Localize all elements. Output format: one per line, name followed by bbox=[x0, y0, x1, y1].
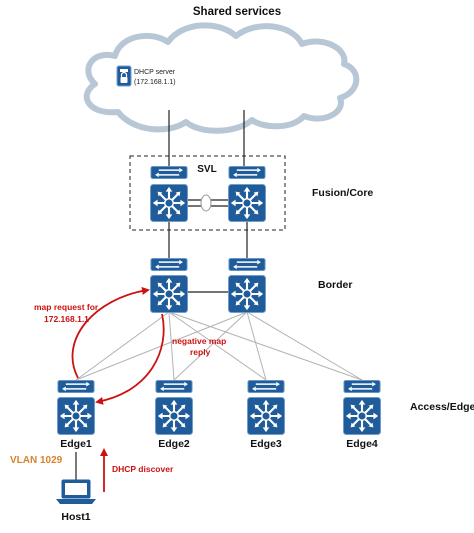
vlan-label: VLAN 1029 bbox=[10, 455, 63, 466]
dhcp-server-ip: (172.168.1.1) bbox=[134, 79, 176, 86]
layer-core-label: Fusion/Core bbox=[312, 187, 373, 199]
host-label: Host1 bbox=[61, 511, 90, 523]
negative-reply-arrow bbox=[95, 313, 165, 405]
layer-border-label: Border bbox=[318, 279, 352, 291]
l3-switch-icon bbox=[228, 275, 266, 313]
edge-label-1: Edge1 bbox=[60, 438, 92, 450]
edge-switch-1 bbox=[57, 380, 95, 435]
map-request-label-1: map request for bbox=[34, 302, 99, 312]
l3-switch-icon bbox=[228, 184, 266, 222]
edge-label-4: Edge4 bbox=[346, 438, 378, 450]
map-request-label-2: 172.168.1.1 bbox=[44, 314, 89, 324]
border-switch-right bbox=[228, 258, 266, 313]
l3-switch-icon bbox=[150, 184, 188, 222]
layer-access-label: Access/Edge bbox=[410, 401, 474, 413]
svl-label: SVL bbox=[197, 164, 216, 175]
svl-box bbox=[129, 155, 286, 231]
edge-switch-2 bbox=[155, 380, 193, 435]
l3-switch-icon bbox=[57, 397, 95, 435]
edge-label-3: Edge3 bbox=[250, 438, 282, 450]
svl-bundle-icon bbox=[200, 194, 212, 212]
negative-reply-label-1: negative map bbox=[172, 336, 226, 346]
l3-switch-icon bbox=[343, 397, 381, 435]
diagram-title: Shared services bbox=[193, 6, 281, 18]
core-switch-left bbox=[150, 166, 188, 222]
border-switch-left bbox=[150, 258, 188, 313]
map-request-arrow bbox=[71, 286, 150, 379]
edge-switch-4 bbox=[343, 380, 381, 435]
cloud-icon bbox=[83, 22, 360, 134]
negative-reply-label-2: reply bbox=[190, 347, 211, 357]
laptop-icon bbox=[56, 479, 96, 504]
border-edge-mesh bbox=[75, 311, 363, 381]
l3-switch-icon bbox=[150, 275, 188, 313]
edge-switch-3 bbox=[247, 380, 285, 435]
server-lock-icon bbox=[116, 65, 132, 87]
l3-switch-icon bbox=[247, 397, 285, 435]
dhcp-discover-label: DHCP discover bbox=[112, 464, 174, 474]
edge-label-2: Edge2 bbox=[158, 438, 190, 450]
dhcp-server-name: DHCP server bbox=[134, 69, 176, 76]
core-switch-right bbox=[228, 166, 266, 222]
l3-switch-icon bbox=[155, 397, 193, 435]
